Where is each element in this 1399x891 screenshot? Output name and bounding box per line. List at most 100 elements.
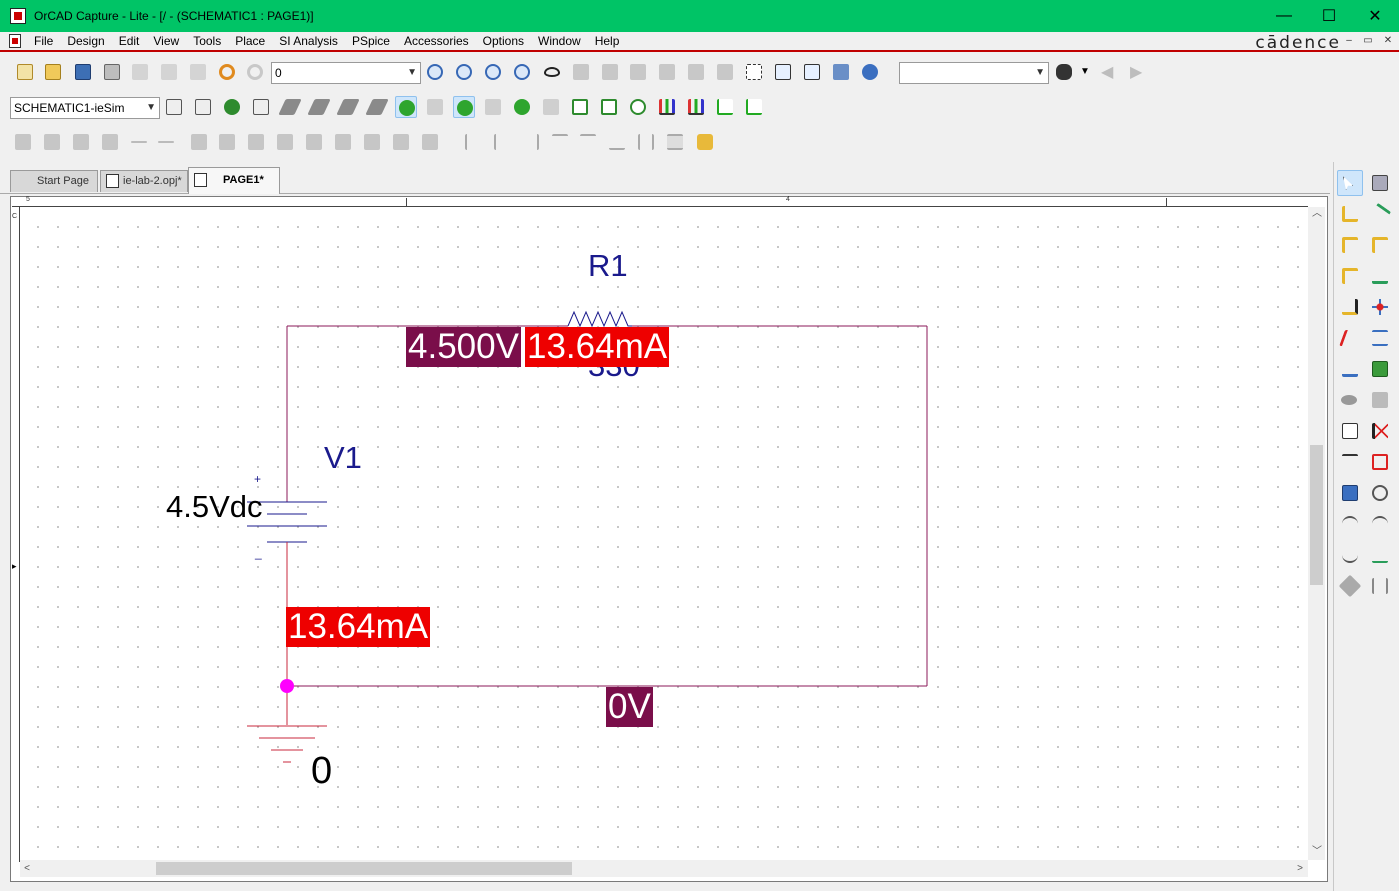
mdi-minimize-button[interactable]: – [1346,35,1352,46]
zoom-all-icon[interactable] [511,61,533,83]
import-icon[interactable] [390,131,412,153]
select-pointer-icon[interactable] [1337,170,1363,196]
cross-reference-icon[interactable] [685,61,707,83]
distribute-horizontal-icon[interactable] [635,131,657,153]
place-auto-wire-icon[interactable] [1367,201,1393,227]
menu-help[interactable]: Help [594,34,620,48]
group-icon[interactable] [41,131,63,153]
new-simulation-profile-icon[interactable] [163,96,185,118]
place-bracket-icon[interactable] [1367,573,1393,599]
zoom-area-icon[interactable] [482,61,504,83]
place-line-icon[interactable] [1337,449,1363,475]
menu-si-analysis[interactable]: SI Analysis [279,34,338,48]
menu-options[interactable]: Options [482,34,525,48]
place-net-alias-icon[interactable] [1337,263,1363,289]
part-search-combo[interactable]: 0 ▼ [271,62,421,84]
bias-voltage-bottom-node[interactable]: 0V [606,687,653,727]
enable-bias-power-icon[interactable] [511,96,533,118]
simulation-profile-combo[interactable]: SCHEMATIC1-ieSim ▼ [10,97,160,119]
place-ground-icon[interactable] [1337,356,1363,382]
copy-icon[interactable] [158,61,180,83]
redo-icon[interactable] [244,61,266,83]
source-value[interactable]: 4.5Vdc [166,489,263,524]
cut-icon[interactable] [129,61,151,83]
place-ieee-symbol-icon[interactable] [1337,573,1363,599]
place-pin-icon[interactable] [1337,418,1363,444]
scroll-right-arrow-icon[interactable]: > [1297,863,1303,874]
scroll-down-arrow-icon[interactable]: ﹀ [1312,846,1322,857]
find-dropdown-icon[interactable]: ▼ [1080,66,1090,77]
place-bus-icon[interactable] [1337,232,1363,258]
menu-view[interactable]: View [153,34,180,48]
maximize-button[interactable]: ☐ [1321,8,1337,25]
pin-array-icon[interactable] [155,131,177,153]
bias-voltage-top-node[interactable]: 4.500V [406,327,521,367]
toggle-voltage-display-icon[interactable] [424,96,446,118]
place-no-erc-icon[interactable] [1367,418,1393,444]
place-rectangle-icon[interactable] [1337,480,1363,506]
previous-icon[interactable]: ◀ [1101,64,1114,81]
binoculars-icon[interactable] [1053,61,1075,83]
align-middle-icon[interactable] [577,131,599,153]
bias-current-source[interactable]: 13.64mA [286,607,431,647]
part-edit-icon[interactable] [188,131,210,153]
place-text-tool-icon[interactable] [1367,542,1393,568]
bias-current-resistor[interactable]: 13.64mA [525,327,670,367]
enable-bias-voltage-icon[interactable] [395,96,417,118]
place-polyline-icon[interactable] [1367,449,1393,475]
toggle-current-display-icon[interactable] [482,96,504,118]
tab-page1[interactable]: PAGE1* [188,167,280,194]
align-left-icon[interactable] [462,131,484,153]
new-icon[interactable] [14,61,36,83]
undo-icon[interactable] [216,61,238,83]
drc-icon[interactable] [627,61,649,83]
tag-icon[interactable] [694,131,716,153]
menu-tools[interactable]: Tools [193,34,222,48]
toggle-power-display-icon[interactable] [540,96,562,118]
vertical-scroll-thumb[interactable] [1310,445,1323,585]
place-bezier-icon[interactable] [1337,542,1363,568]
place-net-icon[interactable] [1337,294,1363,320]
place-power-icon[interactable] [1337,325,1363,351]
menu-accessories[interactable]: Accessories [403,34,469,48]
marker-edit-icon[interactable] [743,96,765,118]
bar-graph-multi-icon[interactable] [685,96,707,118]
place-off-page-connector-icon[interactable] [1337,387,1363,413]
place-junction-icon[interactable] [1367,294,1393,320]
place-hierarchical-port-icon[interactable] [1367,387,1393,413]
run-pspice-icon[interactable] [221,96,243,118]
pin-edit-icon[interactable] [216,131,238,153]
menu-place[interactable]: Place [235,34,266,48]
tab-start-page[interactable]: Start Page [10,170,98,192]
enable-bias-current-icon[interactable] [453,96,475,118]
align-bottom-icon[interactable] [606,131,628,153]
find-combo[interactable]: ▼ [899,62,1049,84]
place-part-icon[interactable] [1367,170,1393,196]
drag-connected-icon[interactable] [801,61,823,83]
place-arc-icon[interactable] [1337,511,1363,537]
annotate-icon[interactable] [570,61,592,83]
menu-pspice[interactable]: PSpice [351,34,390,48]
table-icon[interactable] [419,131,441,153]
menu-design[interactable]: Design [67,34,105,48]
minimize-button[interactable]: — [1276,7,1292,24]
cart-icon[interactable] [245,131,267,153]
menu-file[interactable]: File [34,34,54,48]
edit-notes-icon[interactable] [361,131,383,153]
align-top-icon[interactable] [549,131,571,153]
mdi-close-button[interactable]: ✕ [1383,35,1393,46]
area-select-icon[interactable] [772,61,794,83]
lock-icon[interactable] [12,131,34,153]
document-icon[interactable] [9,34,21,48]
trash-icon[interactable] [303,131,325,153]
edit-simulation-profile-icon[interactable] [192,96,214,118]
eye-icon[interactable] [541,61,563,83]
probe-list-icon[interactable] [598,96,620,118]
ground-label[interactable]: 0 [311,750,333,792]
tab-project[interactable]: ie-lab-2.opj* [100,170,188,192]
zoom-in-icon[interactable] [424,61,446,83]
place-elliptical-arc-icon[interactable] [1367,511,1393,537]
edit-properties-icon[interactable] [332,131,354,153]
distribute-vertical-icon[interactable] [664,131,686,153]
place-no-connect-icon[interactable] [1367,325,1393,351]
